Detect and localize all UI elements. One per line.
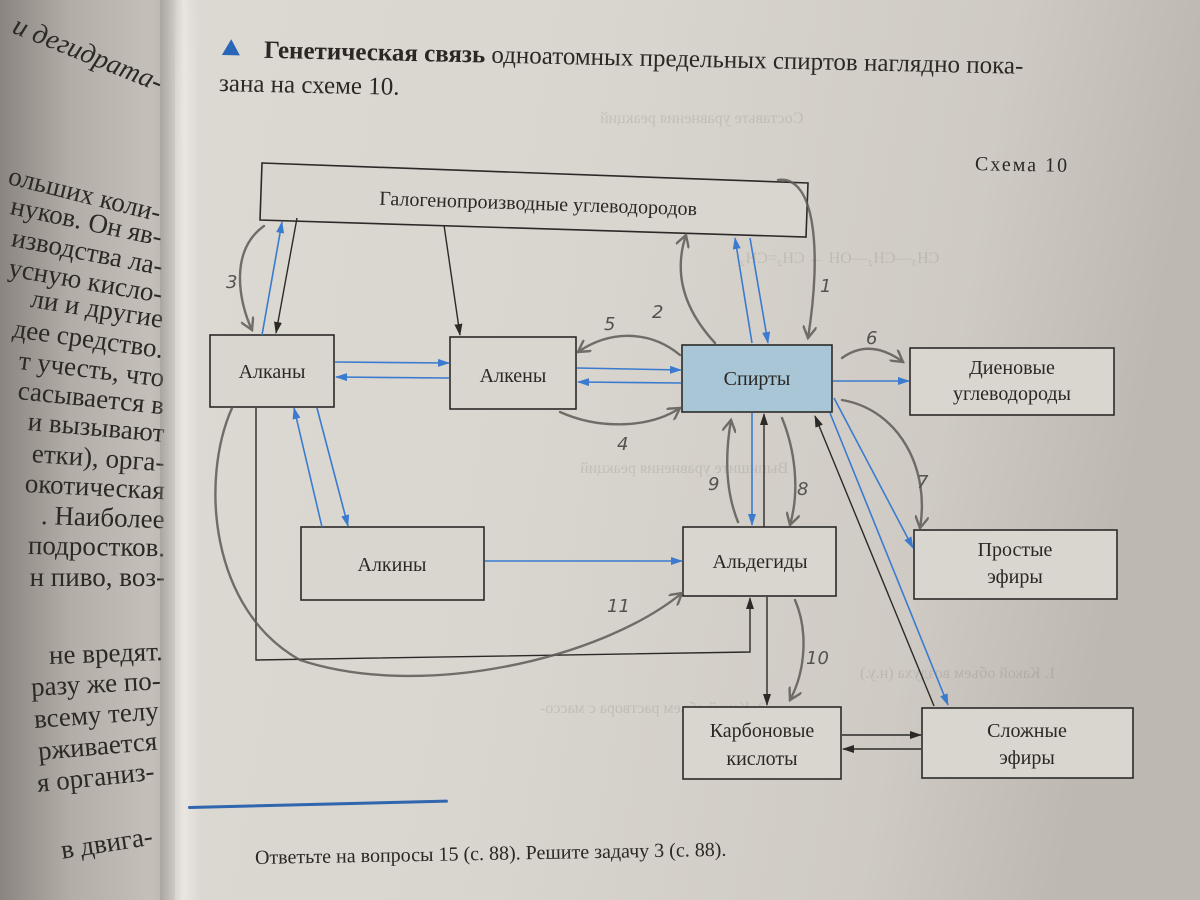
node-alcohols: Спирты — [681, 344, 833, 413]
node-simple-ethers-label-2: эфиры — [987, 566, 1043, 588]
arrow-halogen-to-alkenes — [443, 224, 463, 336]
arrow-alkanes-to-alkenes — [334, 358, 450, 367]
pencil-arrow-9 — [727, 420, 740, 524]
node-simple-ethers: Простые эфиры — [913, 529, 1118, 600]
arrow-alkanes-to-aldehydes — [255, 408, 754, 661]
arrow-halogen-to-alcohols — [749, 237, 771, 344]
pencil-arrow-3 — [238, 224, 266, 330]
arrow-alcohols-to-halogen — [732, 237, 753, 344]
arrow-alkenes-to-alkanes — [335, 373, 450, 382]
arrow-esters-to-alcohols — [814, 415, 935, 707]
node-dienes-label-2: углеводороды — [953, 383, 1071, 405]
node-alkenes: Алкены — [449, 336, 577, 410]
arrow-alkynes-to-alkanes — [292, 407, 323, 528]
pencil-number-4: 4 — [617, 434, 628, 455]
node-acids-label-1: Карбоновые — [710, 720, 815, 742]
pencil-arrow-6 — [840, 347, 903, 362]
node-dienes-label-1: Диеновые — [969, 357, 1055, 379]
arrow-alkenes-to-alcohols — [576, 365, 682, 374]
node-acids-label-2: кислоты — [726, 748, 797, 770]
pencil-number-8: 8 — [797, 479, 808, 500]
node-carboxylic-acids: Карбоновые кислоты — [682, 706, 842, 780]
node-simple-ethers-label-1: Простые — [978, 539, 1053, 561]
pencil-arrow-10 — [790, 598, 805, 700]
book-gutter — [160, 0, 200, 900]
pencil-arrow-4 — [558, 408, 680, 426]
arrow-alcohols-to-ethers — [833, 397, 914, 549]
arrow-alkanes-to-halogen — [261, 221, 285, 336]
pencil-number-10: 10 — [806, 648, 829, 669]
pencil-number-9: 9 — [708, 474, 719, 495]
node-aldehydes: Альдегиды — [682, 526, 837, 597]
pencil-arrow-5 — [578, 334, 682, 357]
pencil-arrow-8 — [780, 416, 795, 525]
pencil-arrow-2 — [681, 235, 717, 345]
arrow-halogen-to-alkanes — [274, 217, 298, 334]
arrow-alcohols-to-esters — [829, 412, 949, 706]
arrow-alkanes-to-alkynes — [316, 407, 350, 527]
node-dienes: Диеновые углеводороды — [909, 347, 1115, 416]
pencil-arrow-7 — [840, 398, 922, 528]
node-aldehydes-label: Альдегиды — [712, 551, 807, 573]
pencil-number-11: 11 — [607, 596, 630, 617]
pencil-annotations: 3 1 2 5 4 6 7 8 9 10 11 — [214, 178, 929, 700]
node-alkanes-label: Алканы — [239, 361, 306, 383]
node-halogen: Галогенопроизводные углеводородов — [259, 162, 809, 238]
pencil-arrow-1 — [776, 178, 815, 338]
pencil-number-5: 5 — [604, 314, 615, 335]
node-esters-label-1: Сложные — [987, 720, 1067, 742]
pencil-number-2: 2 — [652, 302, 663, 323]
pencil-number-7: 7 — [917, 472, 929, 493]
left-page-line: н пиво, воз- — [29, 562, 165, 592]
node-alcohols-label: Спирты — [724, 368, 791, 390]
pencil-number-6: 6 — [866, 328, 877, 349]
node-esters-label-2: эфиры — [999, 747, 1055, 769]
node-alkynes: Алкины — [300, 526, 485, 601]
node-alkynes-label: Алкины — [358, 554, 427, 576]
printed-arrows — [255, 217, 949, 753]
pencil-arrow-11 — [214, 406, 682, 678]
left-page: и дегидрата- ольших коли-нуков. Он яв-из… — [0, 0, 175, 900]
arrow-alcohols-to-alkenes — [577, 378, 682, 387]
node-alkenes-label: Алкены — [480, 365, 547, 387]
pencil-number-1: 1 — [820, 276, 831, 297]
node-alkanes: Алканы — [209, 334, 335, 408]
pencil-number-3: 3 — [226, 272, 237, 293]
node-esters: Сложные эфиры — [921, 707, 1134, 779]
